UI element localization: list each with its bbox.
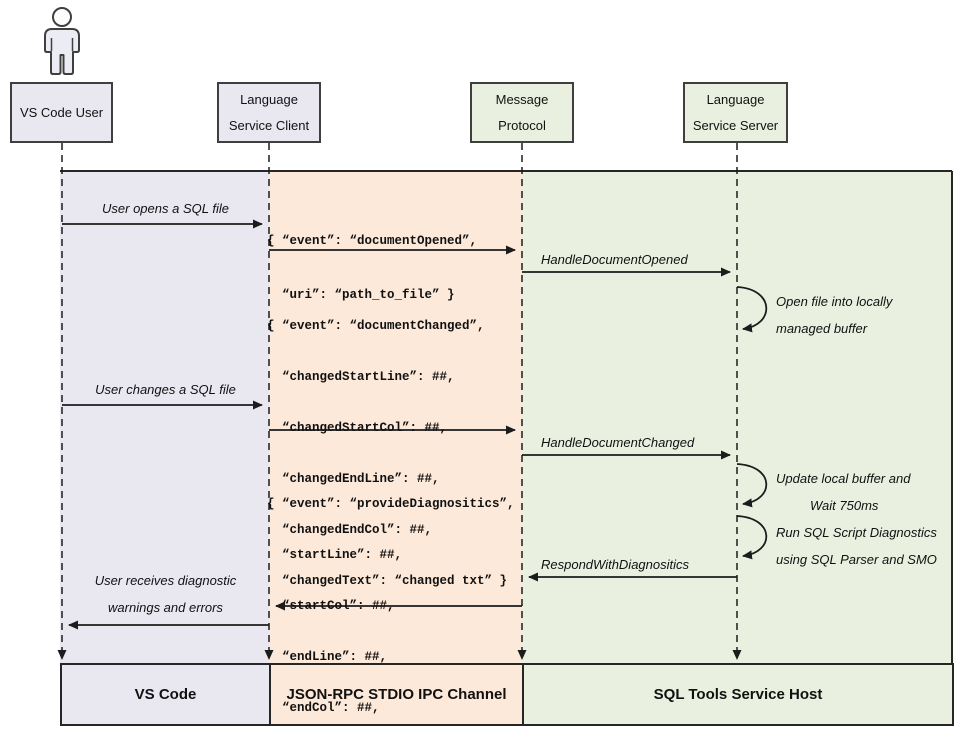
payload-line: “endCol”: ##,	[267, 701, 380, 715]
payload-line: “changedEndLine”: ##,	[267, 472, 440, 486]
participant-label: Message	[495, 91, 549, 107]
participant-label: Language	[706, 91, 765, 107]
footer-label: VS Code	[134, 686, 197, 703]
label-user-receives-line1: User receives diagnostic	[94, 573, 237, 588]
payload-document-opened: { “event”: “documentOpened”, “uri”: “pat…	[267, 200, 477, 336]
participant-language-service-server: Language Service Server	[683, 82, 788, 143]
lane-service-host	[522, 172, 952, 663]
user-actor-person-icon	[44, 7, 80, 75]
participant-label: Service Client	[228, 117, 310, 133]
label-user-changes-sql-file: User changes a SQL file	[95, 382, 236, 397]
payload-line: “changedStartCol”: ##,	[267, 421, 448, 435]
participant-message-protocol: Message Protocol	[470, 82, 574, 143]
footer-label: JSON-RPC STDIO IPC Channel	[286, 686, 507, 703]
payload-line: “changedText”: “changed txt” }	[267, 574, 508, 588]
label-run-diagnostics-line1: Run SQL Script Diagnostics	[776, 525, 937, 540]
label-handle-document-changed: HandleDocumentChanged	[541, 435, 695, 450]
footer-jsonrpc-ipc-channel: JSON-RPC STDIO IPC Channel	[269, 663, 524, 726]
lane-ipc-channel	[269, 172, 522, 663]
payload-line: { “event”: “provideDiagnositics”,	[267, 497, 515, 511]
label-open-file-line2: managed buffer	[776, 321, 868, 336]
payload-line: { “event”: “documentOpened”,	[267, 234, 478, 248]
payload-line: “startCol”: ##,	[267, 599, 395, 613]
payload-line: “endLine”: ##,	[267, 650, 388, 664]
label-user-receives-line2: warnings and errors	[108, 600, 223, 615]
label-handle-document-opened: HandleDocumentOpened	[541, 252, 688, 267]
payload-line: “changedStartLine”: ##,	[267, 370, 455, 384]
participant-label: Protocol	[498, 117, 546, 133]
participant-label: Service Server	[692, 117, 779, 133]
footer-sql-tools-service-host: SQL Tools Service Host	[522, 663, 954, 726]
participant-label: Language	[240, 91, 298, 107]
label-update-buffer-line2: Wait 750ms	[810, 498, 879, 513]
participant-label: VS Code User	[19, 104, 104, 120]
participant-vscode-user: VS Code User	[10, 82, 113, 143]
lane-vscode	[60, 172, 269, 663]
label-update-buffer-line1: Update local buffer and	[776, 471, 911, 486]
payload-provide-diagnostics: { “event”: “provideDiagnositics”, “start…	[267, 465, 515, 732]
footer-label: SQL Tools Service Host	[653, 686, 823, 703]
label-open-file-line1: Open file into locally	[776, 294, 893, 309]
payload-document-changed: { “event”: “documentChanged”, “changedSt…	[267, 287, 507, 621]
footer-vscode: VS Code	[60, 663, 271, 726]
label-run-diagnostics-line2: using SQL Parser and SMO	[776, 552, 937, 567]
payload-line: { “event”: “documentChanged”,	[267, 319, 485, 333]
label-user-opens-sql-file: User opens a SQL file	[102, 201, 229, 216]
payload-line: “startLine”: ##,	[267, 548, 403, 562]
label-respond-with-diagnostics: RespondWithDiagnositics	[541, 557, 690, 572]
payload-line: “uri”: “path_to_file” }	[267, 288, 455, 302]
participant-language-service-client: Language Service Client	[217, 82, 321, 143]
payload-line: “changedEndCol”: ##,	[267, 523, 433, 537]
